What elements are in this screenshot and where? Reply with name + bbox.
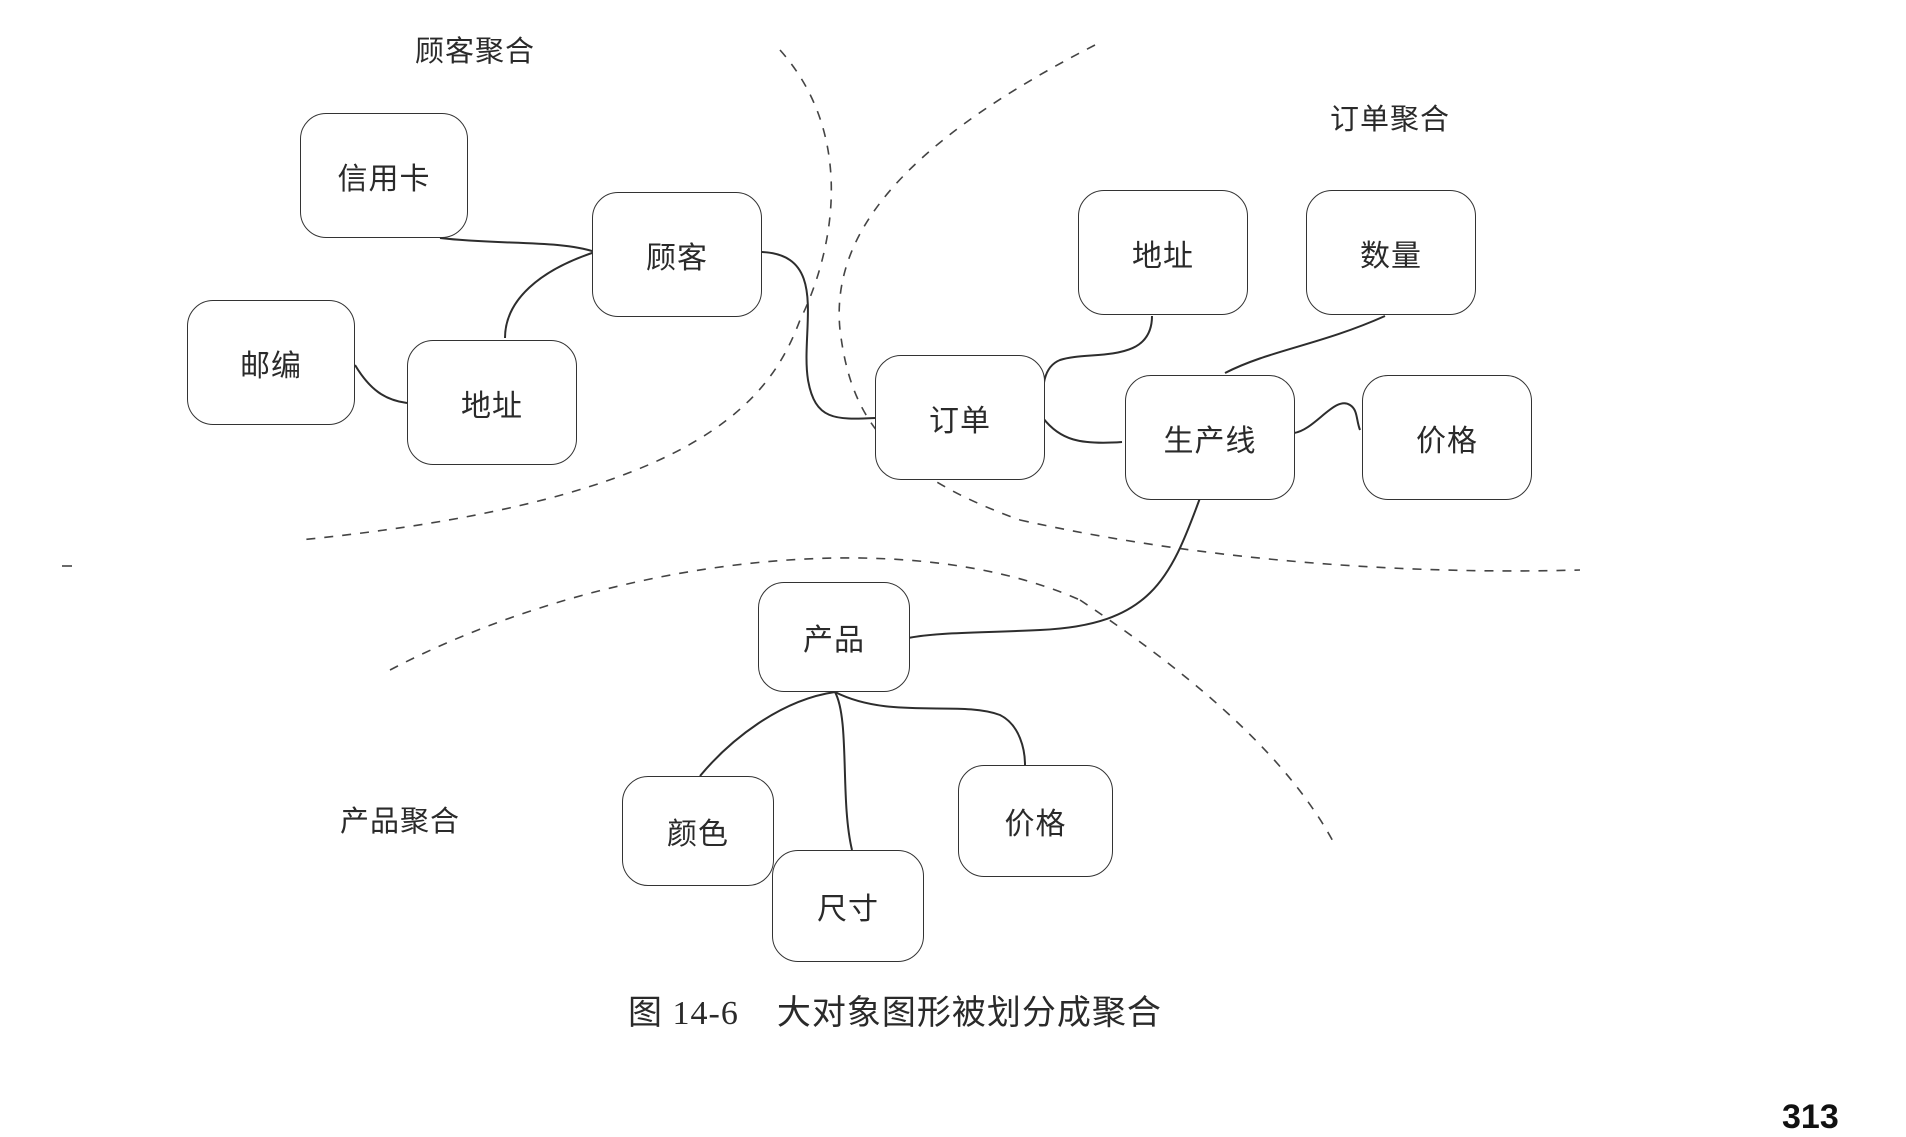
boundary-customer-order bbox=[299, 49, 833, 541]
node-credit-card: 信用卡 bbox=[300, 113, 468, 238]
region-label-product: 产品聚合 bbox=[340, 804, 461, 838]
link-order-lineitem bbox=[1042, 417, 1123, 444]
figure-title: 大对象图形被划分成聚合 bbox=[776, 993, 1162, 1033]
link-customer-order bbox=[761, 251, 876, 420]
region-label-customer: 顾客聚合 bbox=[415, 34, 536, 68]
node-quantity: 数量 bbox=[1306, 190, 1476, 315]
node-product: 产品 bbox=[758, 582, 910, 692]
link-product-color bbox=[699, 691, 836, 777]
link-product-size bbox=[834, 691, 853, 851]
link-creditcard-customer bbox=[439, 237, 596, 253]
page-number: 313 bbox=[1782, 1098, 1839, 1136]
boundary-product-left bbox=[389, 557, 1081, 671]
link-lineitem-price bbox=[1293, 402, 1361, 434]
node-customer: 顾客 bbox=[592, 192, 762, 317]
node-line-item: 生产线 bbox=[1125, 375, 1295, 500]
node-product-price: 价格 bbox=[958, 765, 1113, 877]
boundary-product-right bbox=[1079, 599, 1336, 846]
link-customer-address bbox=[504, 251, 596, 339]
node-size: 尺寸 bbox=[772, 850, 924, 962]
node-order: 订单 bbox=[875, 355, 1045, 480]
node-order-address: 地址 bbox=[1078, 190, 1248, 315]
figure-caption: 图 14-6 大对象图形被划分成聚合 bbox=[612, 985, 1162, 1034]
link-product-price bbox=[834, 691, 1026, 766]
region-label-order: 订单聚合 bbox=[1330, 102, 1451, 136]
link-lineitem-quantity bbox=[1224, 315, 1386, 374]
figure-number: 图 14-6 bbox=[628, 995, 739, 1032]
boundary-order-product bbox=[1019, 519, 1581, 572]
node-zip-code: 邮编 bbox=[187, 300, 355, 425]
link-zip-address bbox=[354, 364, 408, 404]
link-lineitem-product bbox=[907, 497, 1201, 639]
node-line-item-price: 价格 bbox=[1362, 375, 1532, 500]
node-customer-address: 地址 bbox=[407, 340, 577, 465]
node-color: 颜色 bbox=[622, 776, 774, 886]
